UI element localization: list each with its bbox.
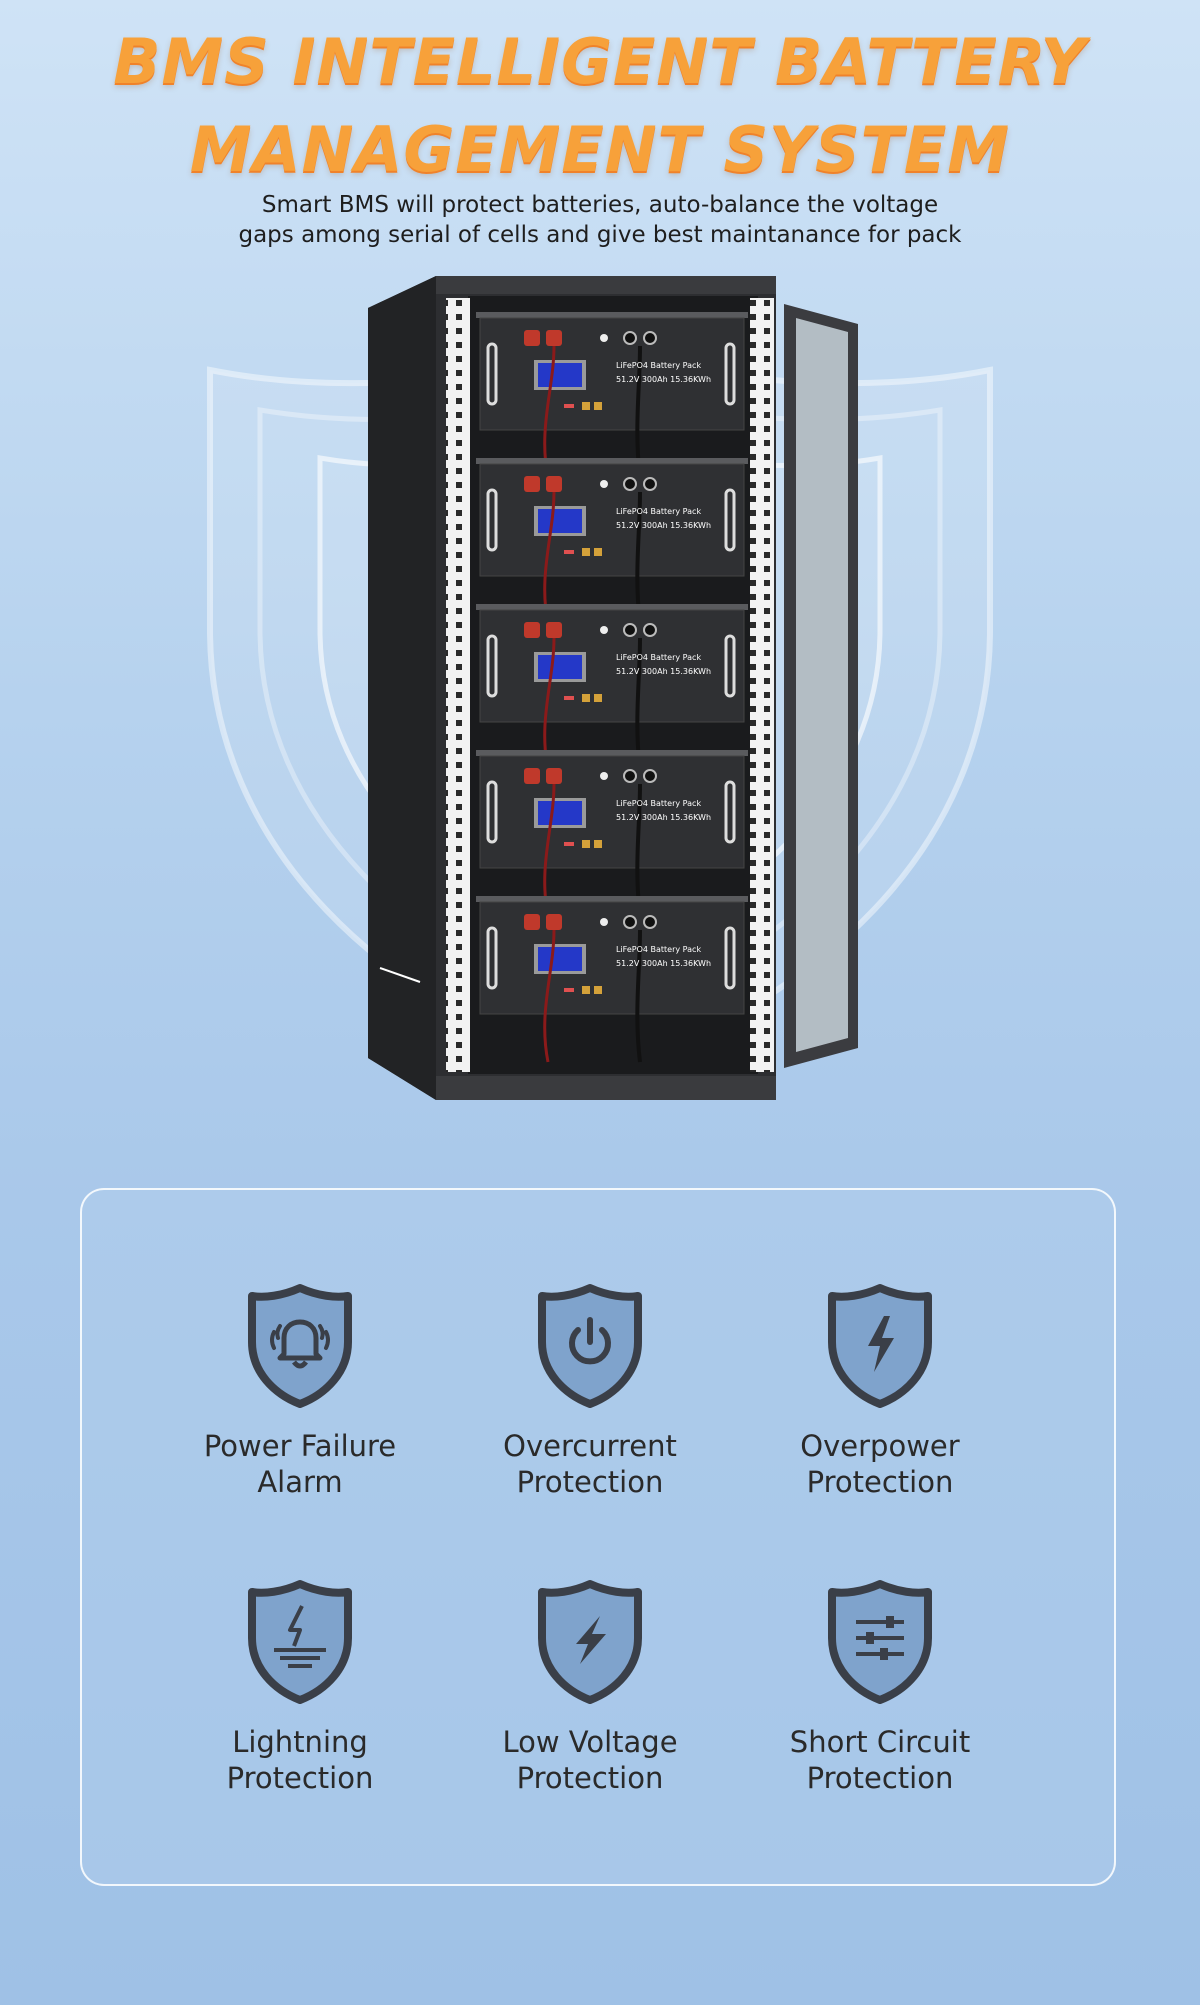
- module-spec: 51.2V 300Ah 15.36KWh: [616, 813, 711, 822]
- feature-label-line-1: Power Failure: [203, 1429, 397, 1463]
- subtitle-line-1: Smart BMS will protect batteries, auto-b…: [261, 192, 939, 218]
- feature-label-line-1: Overcurrent: [503, 1429, 677, 1463]
- feature-overcurrent-protection: Overcurrent Protection: [450, 1280, 730, 1500]
- feature-overpower-protection: Overpower Protection: [740, 1280, 1020, 1500]
- feature-label-line-2: Protection: [226, 1761, 374, 1795]
- module-label: LiFePO4 Battery Pack: [616, 945, 701, 954]
- feature-low-voltage-protection: Low Voltage Protection: [450, 1576, 730, 1796]
- module-spec: 51.2V 300Ah 15.36KWh: [616, 375, 711, 384]
- lightning-bolt-icon: [828, 1284, 932, 1408]
- battery-module: LiFePO4 Battery Pack 51.2V 300Ah 15.36KWh: [476, 896, 748, 1063]
- module-spec: 51.2V 300Ah 15.36KWh: [616, 667, 711, 676]
- feature-label-line-1: Short Circuit: [789, 1725, 971, 1759]
- power-icon: [538, 1284, 642, 1408]
- feature-label-line-2: Protection: [516, 1761, 664, 1795]
- feature-label-line-2: Alarm: [257, 1465, 343, 1499]
- feature-short-circuit-protection: Short Circuit Protection: [740, 1576, 1020, 1796]
- page-subtitle: Smart BMS will protect batteries, auto-b…: [0, 190, 1200, 250]
- feature-lightning-protection: Lightning Protection: [160, 1576, 440, 1796]
- feature-power-failure-alarm: Power Failure Alarm: [160, 1280, 440, 1500]
- module-label: LiFePO4 Battery Pack: [616, 361, 701, 370]
- subtitle-line-2: gaps among serial of cells and give best…: [238, 222, 962, 248]
- alarm-bell-icon: [248, 1284, 352, 1408]
- module-label: LiFePO4 Battery Pack: [616, 507, 701, 516]
- feature-label-line-2: Protection: [516, 1465, 664, 1499]
- module-spec: 51.2V 300Ah 15.36KWh: [616, 521, 711, 530]
- lightning-ground-icon: [248, 1580, 352, 1704]
- low-voltage-bolt-icon: [538, 1580, 642, 1704]
- feature-label-line-2: Protection: [806, 1761, 954, 1795]
- module-label: LiFePO4 Battery Pack: [616, 799, 701, 808]
- feature-label-line-2: Protection: [806, 1465, 954, 1499]
- feature-label-line-1: Lightning: [232, 1725, 368, 1759]
- title-line-2: MANAGEMENT SYSTEM: [189, 113, 1011, 186]
- feature-label-line-1: Overpower: [800, 1429, 960, 1463]
- page-title: BMS INTELLIGENT BATTERY MANAGEMENT SYSTE…: [0, 18, 1200, 194]
- battery-module: LiFePO4 Battery Pack 51.2V 300Ah 15.36KWh: [476, 312, 748, 479]
- module-label: LiFePO4 Battery Pack: [616, 653, 701, 662]
- feature-label-line-1: Low Voltage: [502, 1725, 678, 1759]
- battery-module: LiFePO4 Battery Pack 51.2V 300Ah 15.36KWh: [476, 604, 748, 771]
- battery-rack-image: LiFePO4 Battery Pack 51.2V 300Ah 15.36KWh…: [368, 276, 858, 1100]
- sliders-icon: [828, 1580, 932, 1704]
- battery-module: LiFePO4 Battery Pack 51.2V 300Ah 15.36KWh: [476, 458, 748, 625]
- battery-module: LiFePO4 Battery Pack 51.2V 300Ah 15.36KWh: [476, 750, 748, 917]
- module-spec: 51.2V 300Ah 15.36KWh: [616, 959, 711, 968]
- title-line-1: BMS INTELLIGENT BATTERY: [113, 25, 1087, 98]
